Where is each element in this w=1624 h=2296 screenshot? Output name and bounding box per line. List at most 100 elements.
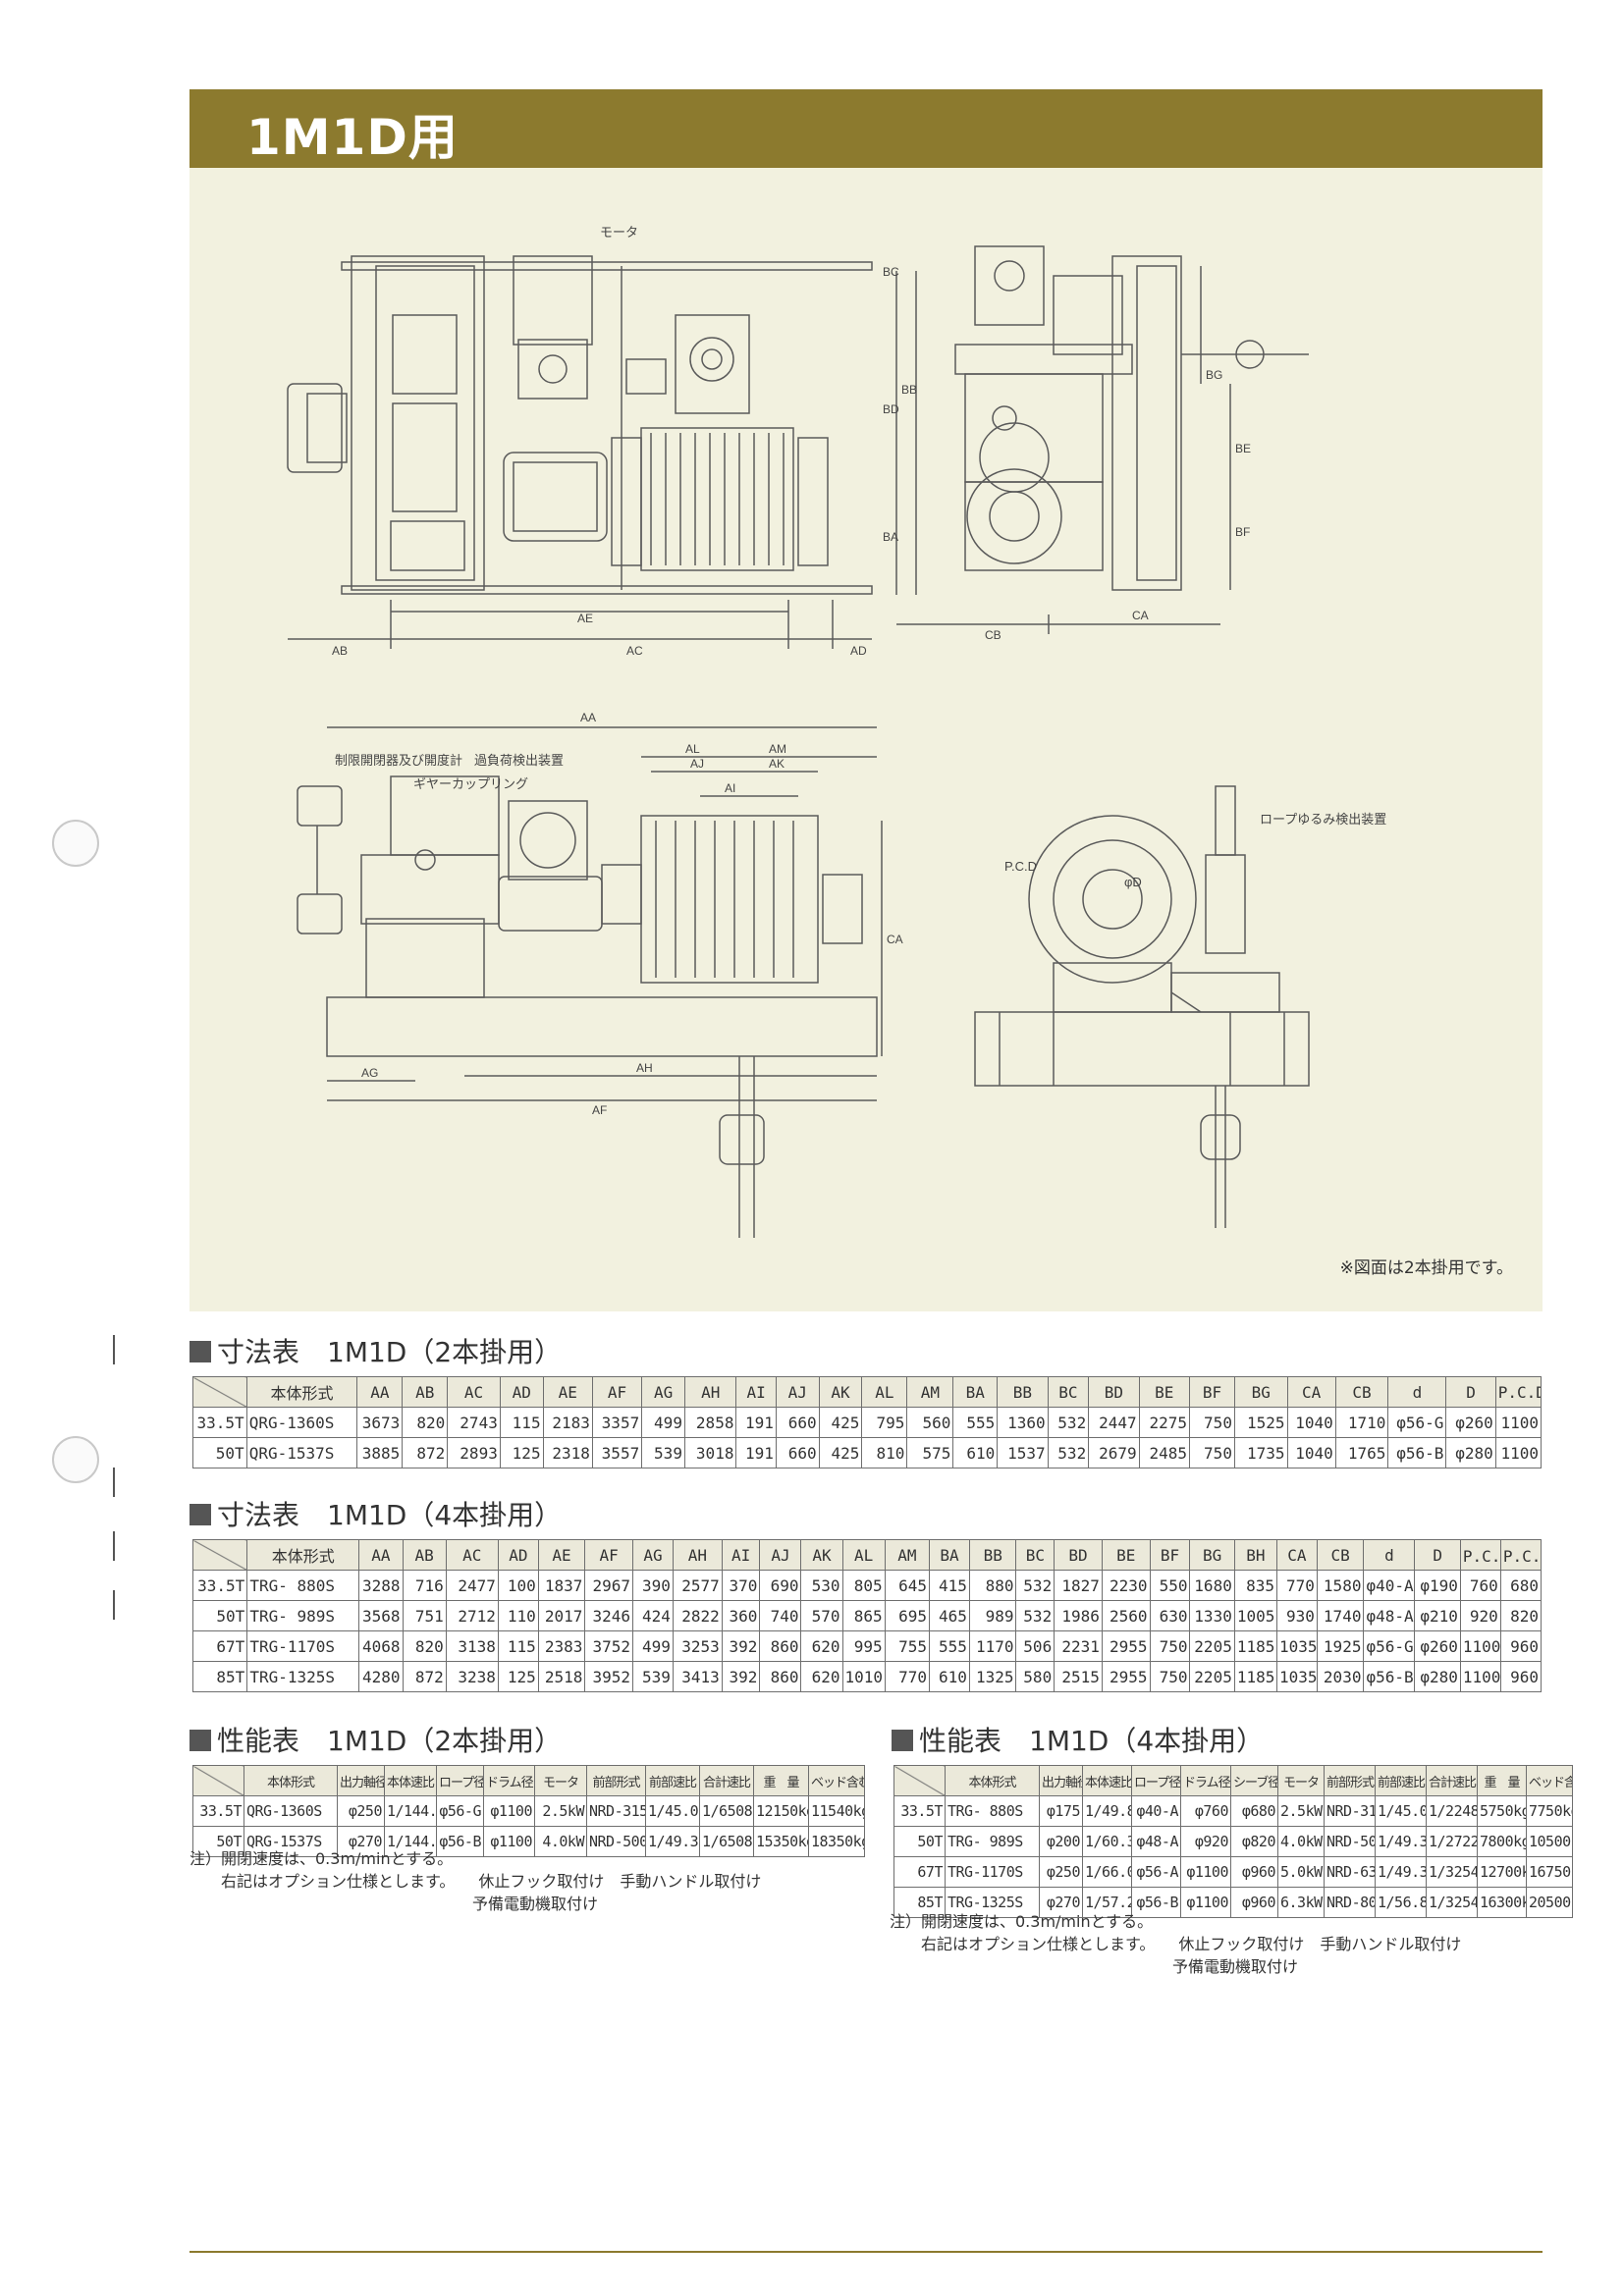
value-cell: 810	[861, 1437, 908, 1468]
value-cell: φ250	[1039, 1856, 1083, 1888]
column-header: AA	[356, 1376, 404, 1408]
value-cell: 465	[929, 1600, 970, 1631]
corner-cell	[192, 1376, 247, 1408]
column-header: AE	[542, 1376, 593, 1408]
value-cell: 820	[402, 1630, 447, 1662]
dim-bf: BF	[1235, 525, 1250, 539]
capacity-cell: 50T	[893, 1826, 946, 1857]
value-cell: 630	[1149, 1600, 1191, 1631]
column-header: 本体形式	[245, 1376, 358, 1408]
value-cell: 4.0kW	[1277, 1826, 1325, 1857]
value-cell: 100	[497, 1570, 539, 1601]
column-header: ベッド含む重 量	[1526, 1765, 1573, 1796]
value-cell: 760	[1459, 1570, 1501, 1601]
capacity-cell: 50T	[192, 1826, 244, 1857]
column-header: d	[1363, 1539, 1416, 1571]
column-header: CB	[1334, 1376, 1389, 1408]
value-cell: 770	[884, 1661, 931, 1692]
value-cell: 1925	[1316, 1630, 1365, 1662]
value-cell: 1/45.08	[1375, 1795, 1427, 1827]
column-header: 本体速比	[1082, 1765, 1132, 1796]
dim-ai: AI	[725, 781, 735, 795]
column-header: BH	[1233, 1539, 1277, 1571]
value-cell: φ270	[1039, 1887, 1083, 1918]
label-overload: 過負荷検出装置	[474, 753, 564, 768]
value-cell: 5.0kW	[1277, 1856, 1325, 1888]
value-cell: φ1100	[1180, 1856, 1231, 1888]
value-cell: 1/66.0	[1082, 1856, 1132, 1888]
value-cell: 680	[1499, 1570, 1543, 1601]
column-header: 前部速比	[1375, 1765, 1427, 1796]
column-header: BG	[1189, 1539, 1235, 1571]
column-header: AE	[537, 1539, 586, 1571]
value-cell: 532	[1047, 1437, 1090, 1468]
value-cell: 695	[884, 1600, 931, 1631]
page-title: 1M1D用	[246, 109, 459, 166]
column-header: P.C.D-ロ	[1499, 1539, 1543, 1571]
value-cell: φ175	[1039, 1795, 1083, 1827]
value-cell: 15350kg	[753, 1826, 809, 1857]
dim-bd: BD	[883, 402, 899, 416]
model-cell: TRG- 989S	[945, 1826, 1040, 1857]
value-cell: 1/3254	[1426, 1856, 1478, 1888]
value-cell: φ280	[1445, 1437, 1496, 1468]
capacity-cell: 33.5T	[191, 1570, 248, 1601]
dim-al: AL	[685, 742, 700, 756]
value-cell: 110	[497, 1600, 539, 1631]
value-cell: 860	[759, 1661, 802, 1692]
value-cell: φ40-A	[1363, 1570, 1416, 1601]
column-header: ロープ径	[436, 1765, 484, 1796]
column-header: AB	[402, 1539, 447, 1571]
value-cell: 2679	[1088, 1437, 1140, 1468]
column-header: モータ	[534, 1765, 587, 1796]
value-cell: 920	[1459, 1600, 1501, 1631]
model-cell: TRG-1170S	[945, 1856, 1040, 1888]
dim2-title: 寸法表 1M1D（2本掛用）	[217, 1336, 563, 1368]
column-header: 重 量	[753, 1765, 809, 1796]
figure-note: ※図面は2本掛用です。	[1339, 1258, 1513, 1278]
dim4-title-wrap: 寸法表 1M1D（4本掛用）	[189, 1494, 562, 1533]
column-header: AH	[672, 1539, 723, 1571]
value-cell: 3752	[584, 1630, 634, 1662]
value-cell: 125	[499, 1437, 544, 1468]
header-row: 本体形式出力軸径本体速比ロープ径ドラム径モータ前部形式前部速比合計速比重 量ベッ…	[192, 1765, 865, 1796]
binder-hole-top	[52, 820, 99, 867]
column-header: 本体形式	[246, 1539, 360, 1571]
value-cell: 3253	[672, 1630, 723, 1662]
column-header: ドラム径	[483, 1765, 535, 1796]
value-cell: 1/144.4	[384, 1795, 437, 1827]
value-cell: 1040	[1286, 1407, 1336, 1438]
value-cell: φ820	[1230, 1826, 1278, 1857]
value-cell: 3568	[358, 1600, 404, 1631]
value-cell: φ56-B	[1387, 1437, 1447, 1468]
value-cell: 16750kg	[1526, 1856, 1573, 1888]
value-cell: 20500kg	[1526, 1887, 1573, 1918]
column-header: AJ	[759, 1539, 802, 1571]
value-cell: 425	[818, 1407, 863, 1438]
perf4-title-wrap: 性能表 1M1D（4本掛用）	[892, 1720, 1264, 1759]
value-cell: 1580	[1316, 1570, 1365, 1601]
table-row: 85TTRG-1325Sφ2701/57.29φ56-Bφ1100φ9606.3…	[893, 1887, 1573, 1918]
capacity-cell: 67T	[893, 1856, 946, 1888]
value-cell: 1/49.31	[1375, 1826, 1427, 1857]
value-cell: 750	[1149, 1630, 1191, 1662]
value-cell: 770	[1275, 1570, 1318, 1601]
value-cell: 2822	[672, 1600, 723, 1631]
side-mark	[113, 1468, 115, 1497]
value-cell: 1325	[968, 1661, 1017, 1692]
value-cell: 4068	[358, 1630, 404, 1662]
value-cell: 532	[1015, 1600, 1056, 1631]
column-header: BE	[1101, 1539, 1151, 1571]
value-cell: φ960	[1230, 1856, 1278, 1888]
model-cell: QRG-1360S	[245, 1407, 358, 1438]
perf2-title: 性能表 1M1D（2本掛用）	[217, 1725, 563, 1757]
value-cell: 1/49.31	[645, 1826, 700, 1857]
value-cell: NRD-630T	[1324, 1856, 1376, 1888]
value-cell: φ250	[337, 1795, 385, 1827]
value-cell: 1330	[1189, 1600, 1235, 1631]
value-cell: φ48-A	[1363, 1600, 1416, 1631]
value-cell: 1035	[1275, 1630, 1318, 1662]
perf4-table: 本体形式出力軸径本体速比ロープ径ドラム径シーブ径モータ前部形式前部速比合計速比重…	[893, 1765, 1573, 1918]
